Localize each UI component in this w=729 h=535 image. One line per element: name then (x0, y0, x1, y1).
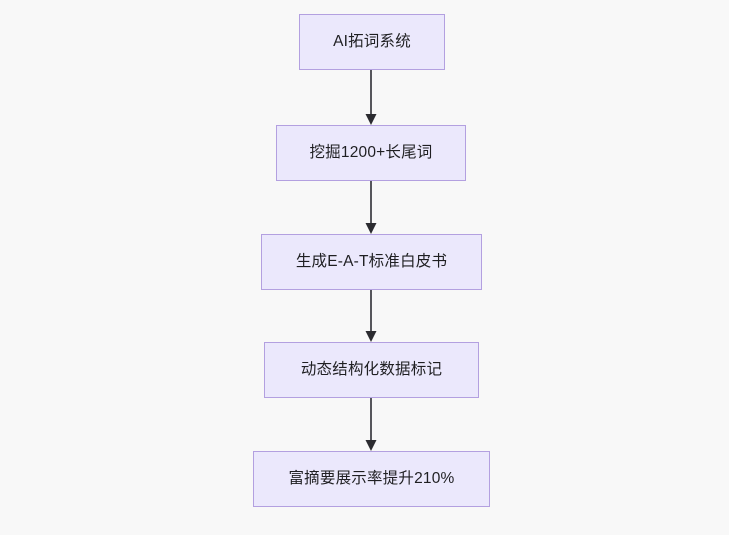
node-label: 生成E-A-T标准白皮书 (295, 252, 448, 270)
node-label: AI拓词系统 (333, 32, 411, 50)
flowchart-node-dynamic-structured-data-markup[interactable]: 动态结构化数据标记 (264, 342, 479, 398)
flowchart-node-generate-eat-whitepaper[interactable]: 生成E-A-T标准白皮书 (261, 234, 482, 290)
flowchart-node-ai-keyword-system[interactable]: AI拓词系统 (299, 14, 445, 70)
node-label: 动态结构化数据标记 (300, 360, 443, 378)
flowchart-edge-n0-n1 (365, 70, 377, 125)
node-label: 挖掘1200+长尾词 (309, 143, 433, 161)
flowchart-edge-n3-n4 (365, 398, 377, 451)
flowchart-node-rich-snippet-impression-lift[interactable]: 富摘要展示率提升210% (253, 451, 490, 507)
flowchart-edge-n2-n3 (365, 290, 377, 342)
node-label: 富摘要展示率提升210% (288, 469, 455, 487)
flowchart-node-mine-longtail-keywords[interactable]: 挖掘1200+长尾词 (276, 125, 466, 181)
flowchart-edge-n1-n2 (365, 181, 377, 234)
